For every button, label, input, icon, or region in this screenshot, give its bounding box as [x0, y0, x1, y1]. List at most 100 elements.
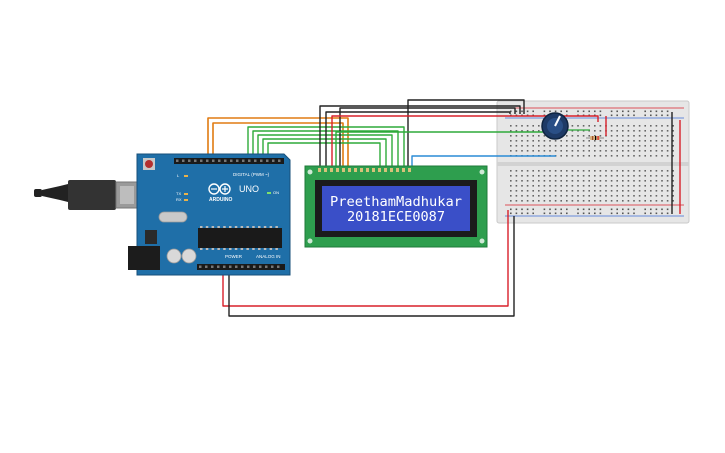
reset-button-icon[interactable] [143, 158, 155, 170]
lcd-header-pins[interactable] [318, 168, 411, 172]
breadboard-hole [666, 200, 669, 202]
lcd-pin [330, 168, 333, 172]
breadboard-hole [577, 195, 579, 197]
breadboard-hole [554, 208, 557, 211]
breadboard-hole [543, 150, 546, 152]
breadboard-hole [549, 180, 551, 182]
lcd-module[interactable]: PreethamMadhukar 20181ECE0087 [304, 165, 488, 248]
breadboard-hole [588, 140, 590, 142]
resistor-icon[interactable] [586, 136, 604, 140]
breadboard-hole [554, 212, 557, 215]
breadboard-hole [571, 135, 574, 137]
wire-black-1[interactable] [319, 105, 521, 166]
breadboard-hole [577, 170, 579, 172]
breadboard-hole [549, 212, 551, 215]
breadboard-hole [510, 150, 512, 152]
breadboard-hole [650, 170, 652, 172]
breadboard-hole [616, 145, 618, 147]
breadboard-hole [610, 140, 613, 142]
breadboard-hole [610, 190, 613, 192]
arduino-uno-board[interactable]: DIGITAL (PWM ~) L TX RX ARDUINO UNO ON [128, 153, 291, 276]
breadboard-hole [532, 145, 534, 147]
breadboard-hole [633, 140, 635, 142]
header-socket [253, 265, 256, 268]
breadboard-hole [638, 125, 641, 127]
breadboard-hole [638, 135, 641, 137]
breadboard-hole [549, 110, 551, 113]
breadboard-hole [644, 150, 646, 152]
breadboard-hole [515, 180, 518, 182]
power-analog-header[interactable] [197, 264, 285, 270]
wire-green-4[interactable] [262, 138, 387, 166]
wire-red-lcd[interactable] [331, 115, 599, 166]
breadboard-hole [666, 135, 669, 137]
breadboard-hole [638, 190, 641, 192]
breadboard-hole [599, 155, 602, 157]
breadboard-hole [599, 135, 602, 137]
breadboard-hole [633, 135, 635, 137]
breadboard-hole [577, 212, 579, 215]
breadboard-hole [622, 208, 624, 211]
breadboard-hole [650, 150, 652, 152]
wire-orange-2[interactable] [212, 122, 344, 166]
breadboard-hole [594, 190, 596, 192]
breadboard-hole [616, 190, 618, 192]
breadboard-hole [566, 185, 568, 187]
wire-black-2[interactable] [325, 111, 511, 166]
breadboard-hole [543, 208, 546, 211]
breadboard-hole [543, 195, 546, 197]
wire-black-4[interactable] [339, 107, 516, 166]
breadboard-hole [510, 140, 512, 142]
header-socket [260, 159, 263, 162]
breadboard-hole [571, 130, 574, 132]
breadboard-hole [661, 175, 663, 177]
breadboard-hole [582, 212, 585, 215]
breadboard-hole [650, 195, 652, 197]
breadboard-hole [566, 145, 568, 147]
led-on [267, 192, 271, 194]
breadboard-hole [622, 114, 624, 117]
dc-jack[interactable] [128, 246, 160, 270]
wire-orange-1[interactable] [207, 117, 349, 166]
breadboard-hole [577, 180, 579, 182]
breadboard-hole [610, 208, 613, 211]
wire-black-3[interactable] [407, 99, 525, 166]
breadboard-hole [655, 145, 658, 147]
breadboard-hole [622, 212, 624, 215]
wire-green-3[interactable] [257, 134, 393, 166]
lcd-pin [342, 168, 345, 172]
breadboard-hole [599, 140, 602, 142]
wire-red-5v[interactable] [222, 210, 509, 307]
breadboard-hole [560, 150, 562, 152]
breadboard-hole [627, 145, 630, 147]
breadboard-hole [599, 185, 602, 187]
breadboard-hole [655, 110, 658, 113]
breadboard-hole [549, 200, 551, 202]
breadboard-hole [622, 125, 624, 127]
wire-green-5[interactable] [267, 142, 381, 166]
breadboard-hole [650, 140, 652, 142]
breadboard-hole [622, 200, 624, 202]
potentiometer[interactable] [541, 112, 569, 140]
breadboard-hole [549, 190, 551, 192]
breadboard-hole [582, 195, 585, 197]
breadboard-hole [549, 150, 551, 152]
breadboard-hole [672, 140, 674, 142]
breadboard-hole [532, 140, 534, 142]
breadboard-hole [521, 135, 523, 137]
breadboard-hole [521, 170, 523, 172]
breadboard-hole [661, 125, 663, 127]
breadboard-hole [616, 110, 618, 113]
breadboard-hole [599, 114, 602, 117]
digital-header[interactable] [174, 158, 284, 164]
chip-pin [217, 226, 220, 228]
wire-black-gnd[interactable] [228, 216, 515, 317]
breadboard-hole [627, 110, 630, 113]
usb-cable-icon[interactable] [34, 180, 139, 210]
breadboard[interactable] [496, 100, 690, 224]
breadboard-hole [616, 175, 618, 177]
wire-blue[interactable] [411, 155, 556, 166]
breadboard-hole [582, 180, 585, 182]
